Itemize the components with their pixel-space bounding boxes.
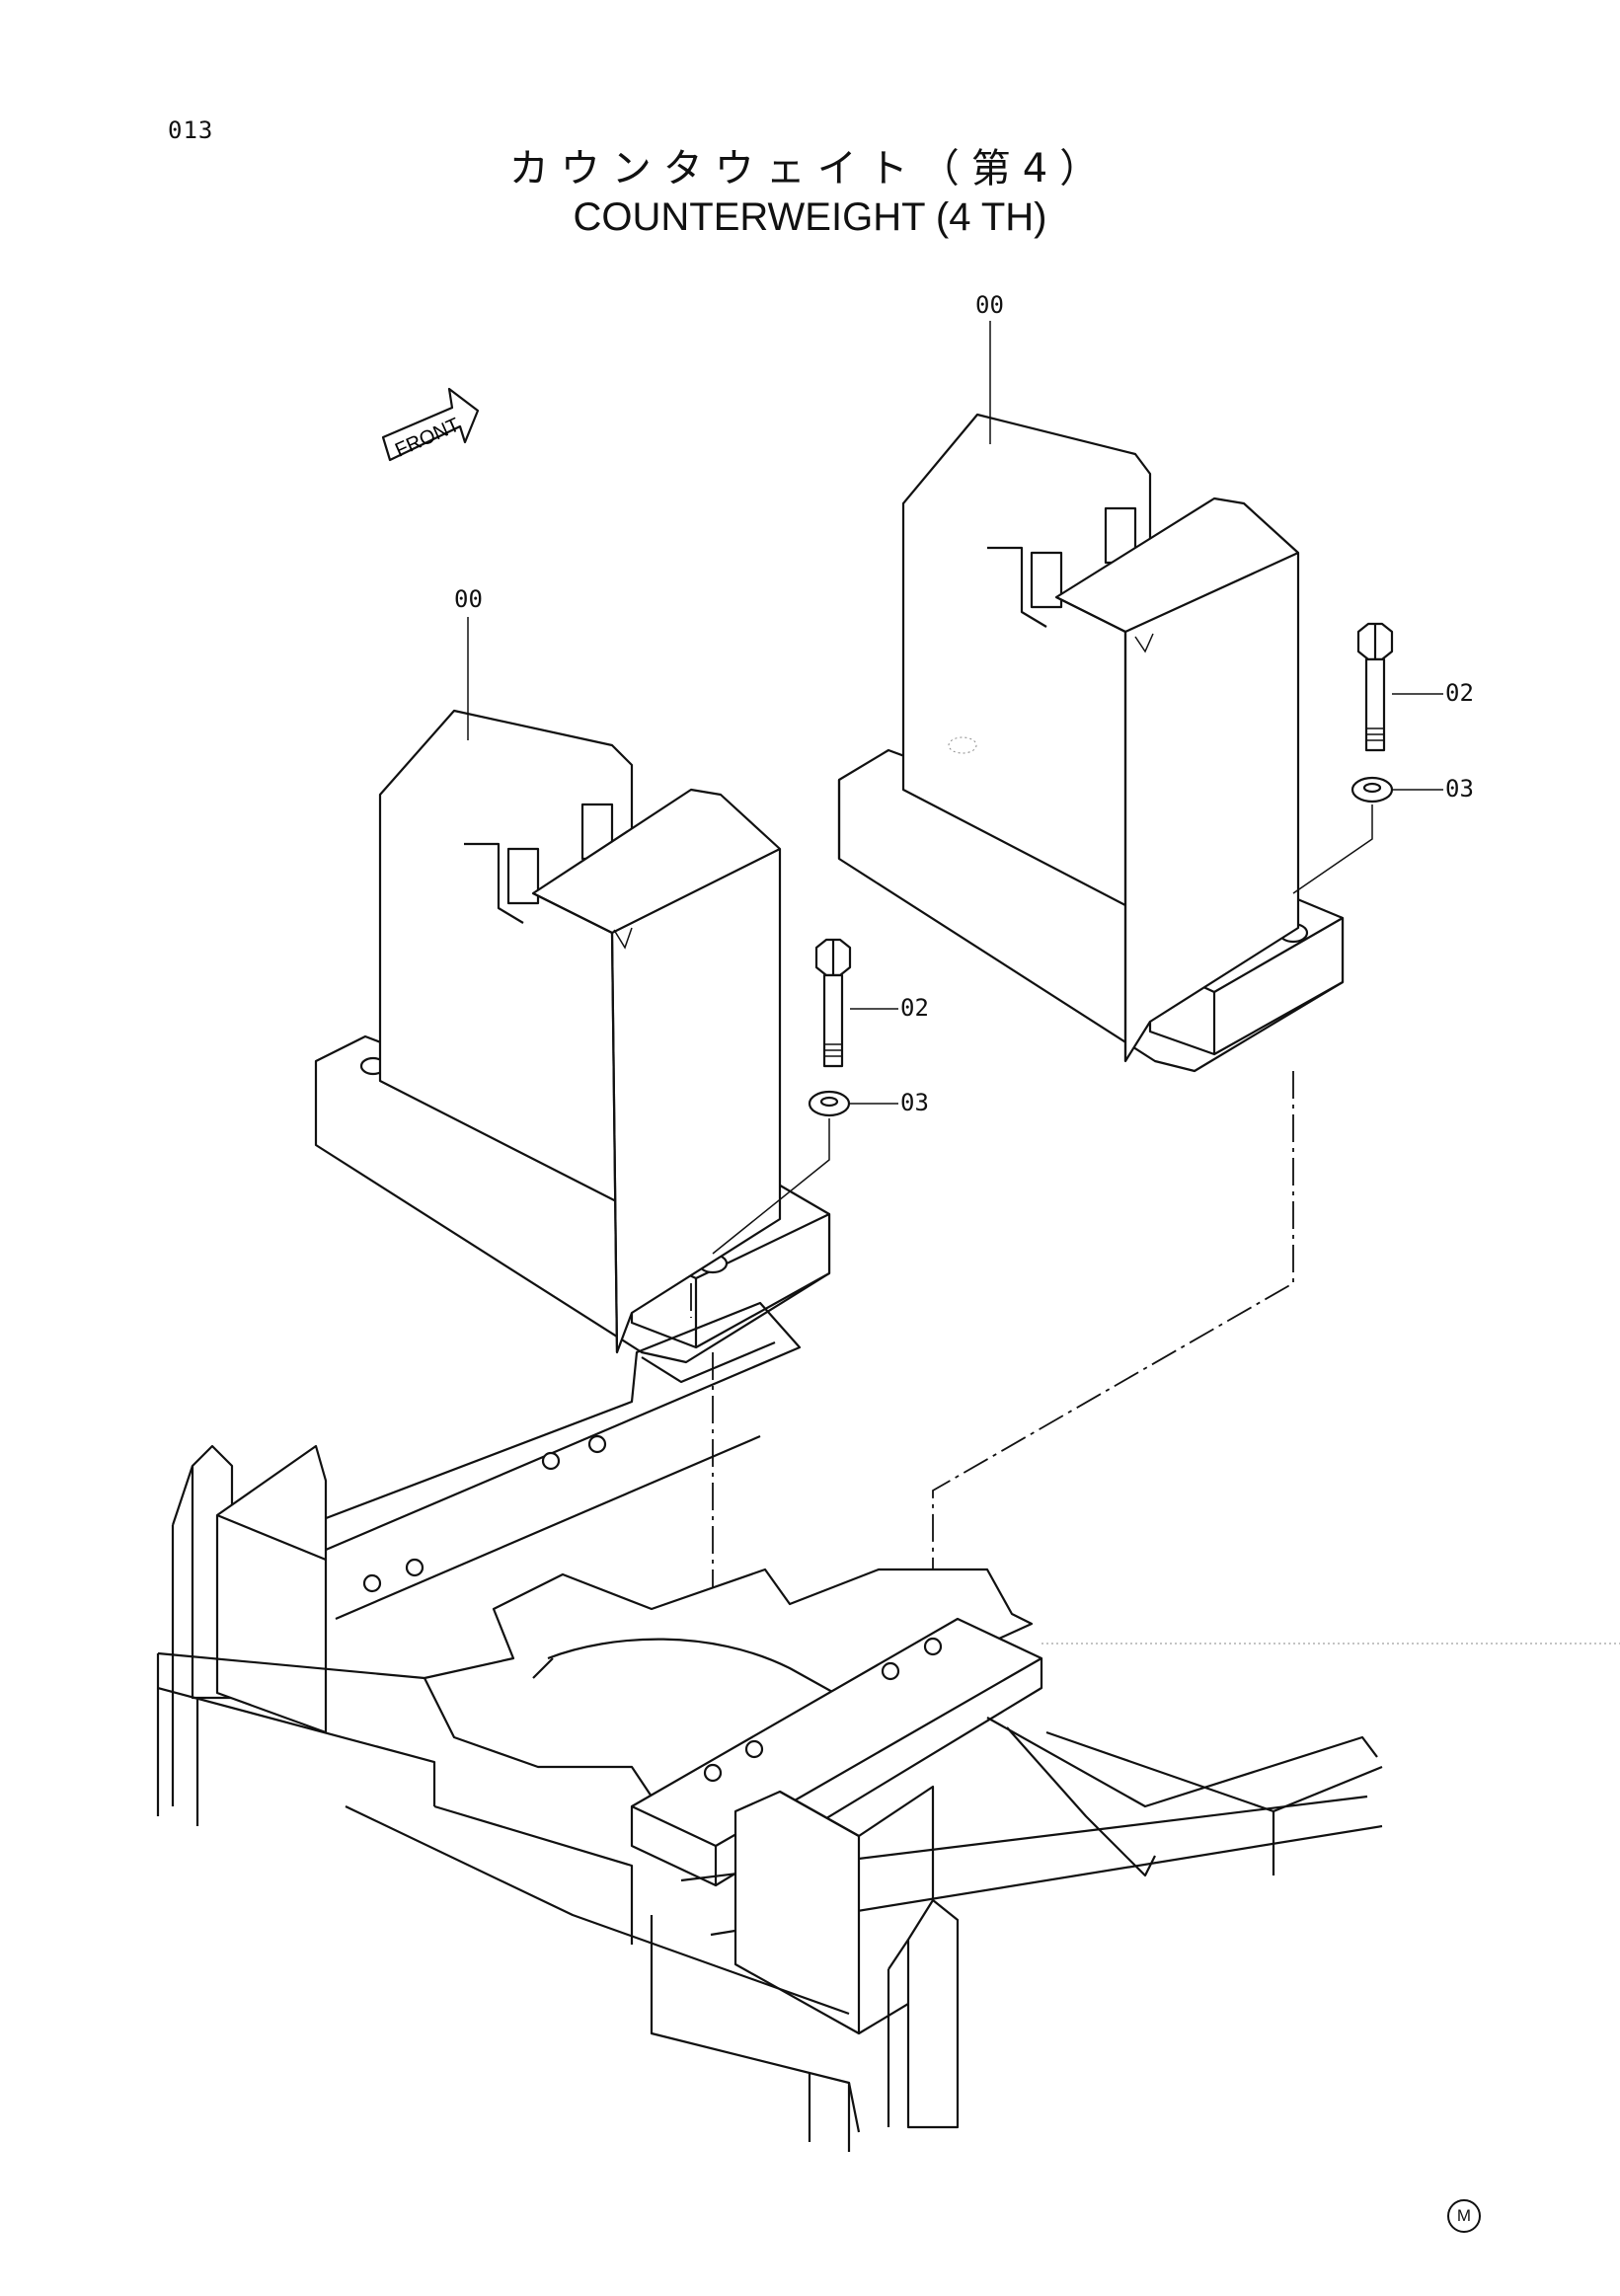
callout-bolt-right: 02 [1445,679,1474,707]
callout-weight-right: 00 [975,291,1004,319]
leader-lines [467,321,1443,1255]
main-frame [156,1301,1620,2152]
counterweight-left [314,709,831,1364]
counterweight-right [837,413,1345,1073]
bolt-right-icon [1356,622,1394,752]
bolt-left-icon [814,938,852,1068]
title-japanese: カウンタウェイト（第4） [508,146,1112,191]
page-number: 013 [168,116,214,144]
washer-right-icon [1350,776,1394,804]
washer-left-icon [808,1090,851,1117]
callout-washer-right: 03 [1445,775,1474,803]
callout-washer-left: 03 [900,1089,929,1116]
callout-weight-left: 00 [454,585,483,613]
front-arrow-icon: FRONT [381,387,480,462]
corner-mark: M [1447,2199,1481,2233]
callout-bolt-left: 02 [900,994,929,1022]
title-english: COUNTERWEIGHT (4 TH) [573,195,1047,239]
